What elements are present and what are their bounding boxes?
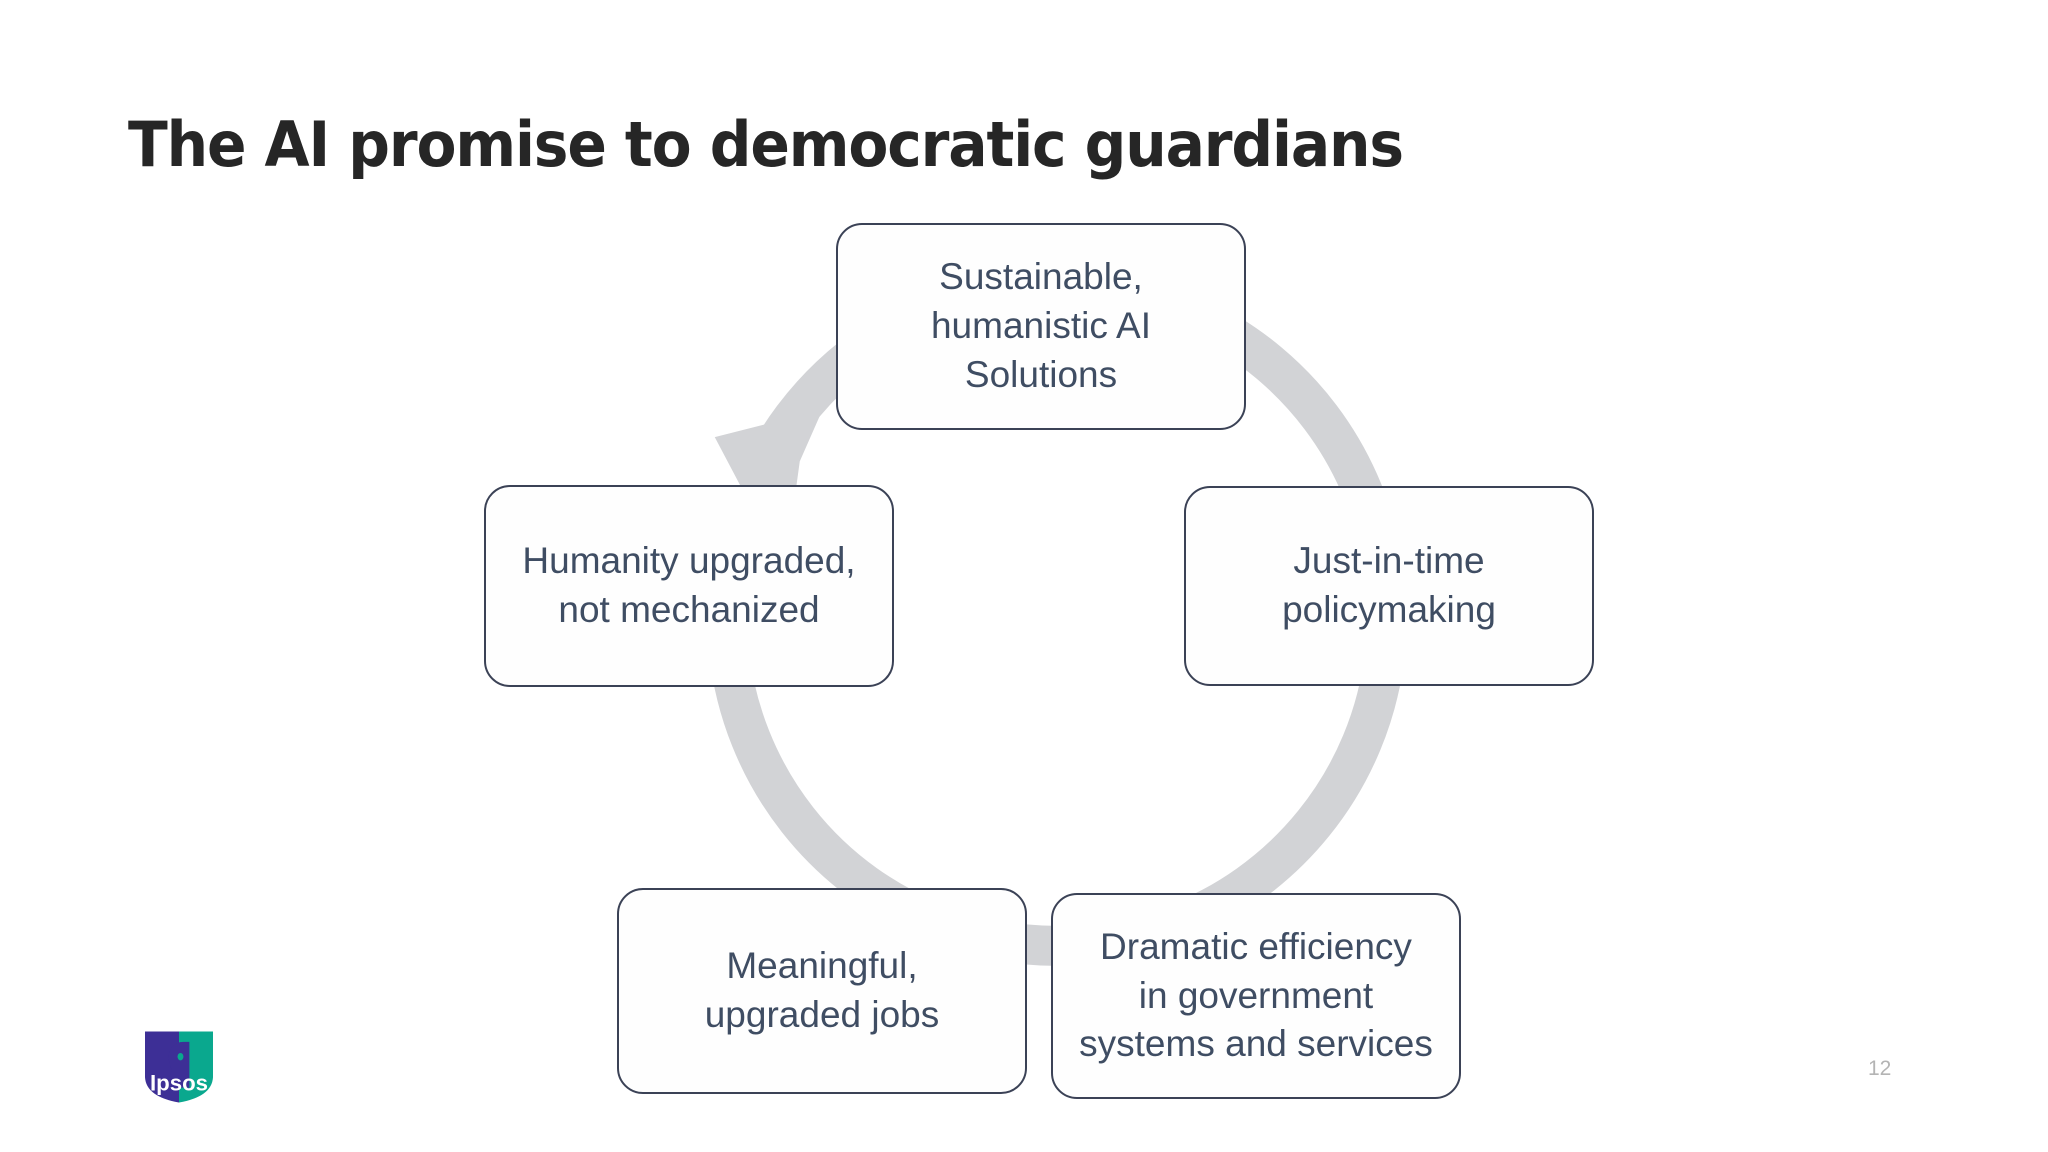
page-title: The AI promise to democratic guardians xyxy=(128,108,1404,181)
cycle-node-dramatic-efficiency-in-government[interactable]: Dramatic efficiency in government system… xyxy=(1051,893,1461,1099)
page-number: 12 xyxy=(1868,1057,1892,1080)
cycle-node-label: Just-in-time policymaking xyxy=(1282,540,1496,630)
ipsos-logo-face-eye xyxy=(177,1052,184,1061)
ipsos-logo-face-silhouette xyxy=(168,1041,190,1088)
cycle-node-label: Dramatic efficiency in government system… xyxy=(1079,925,1433,1065)
cycle-node-sustainable-humanistic-ai-solutions[interactable]: Sustainable, humanistic AI Solutions xyxy=(836,223,1246,430)
cycle-node-meaningful-upgraded-jobs[interactable]: Meaningful, upgraded jobs xyxy=(617,888,1027,1094)
cycle-node-label: Humanity upgraded, not mechanized xyxy=(522,540,856,630)
cycle-node-humanity-upgraded-not-mechanized[interactable]: Humanity upgraded, not mechanized xyxy=(484,485,894,687)
cycle-node-label: Sustainable, humanistic AI Solutions xyxy=(930,256,1152,395)
ipsos-logo-wordmark: Ipsos xyxy=(150,1071,208,1096)
cycle-node-just-in-time-policymaking[interactable]: Just-in-time policymaking xyxy=(1184,486,1594,686)
ipsos-logo: Ipsos xyxy=(144,1031,214,1103)
cycle-node-label: Meaningful, upgraded jobs xyxy=(704,945,940,1035)
